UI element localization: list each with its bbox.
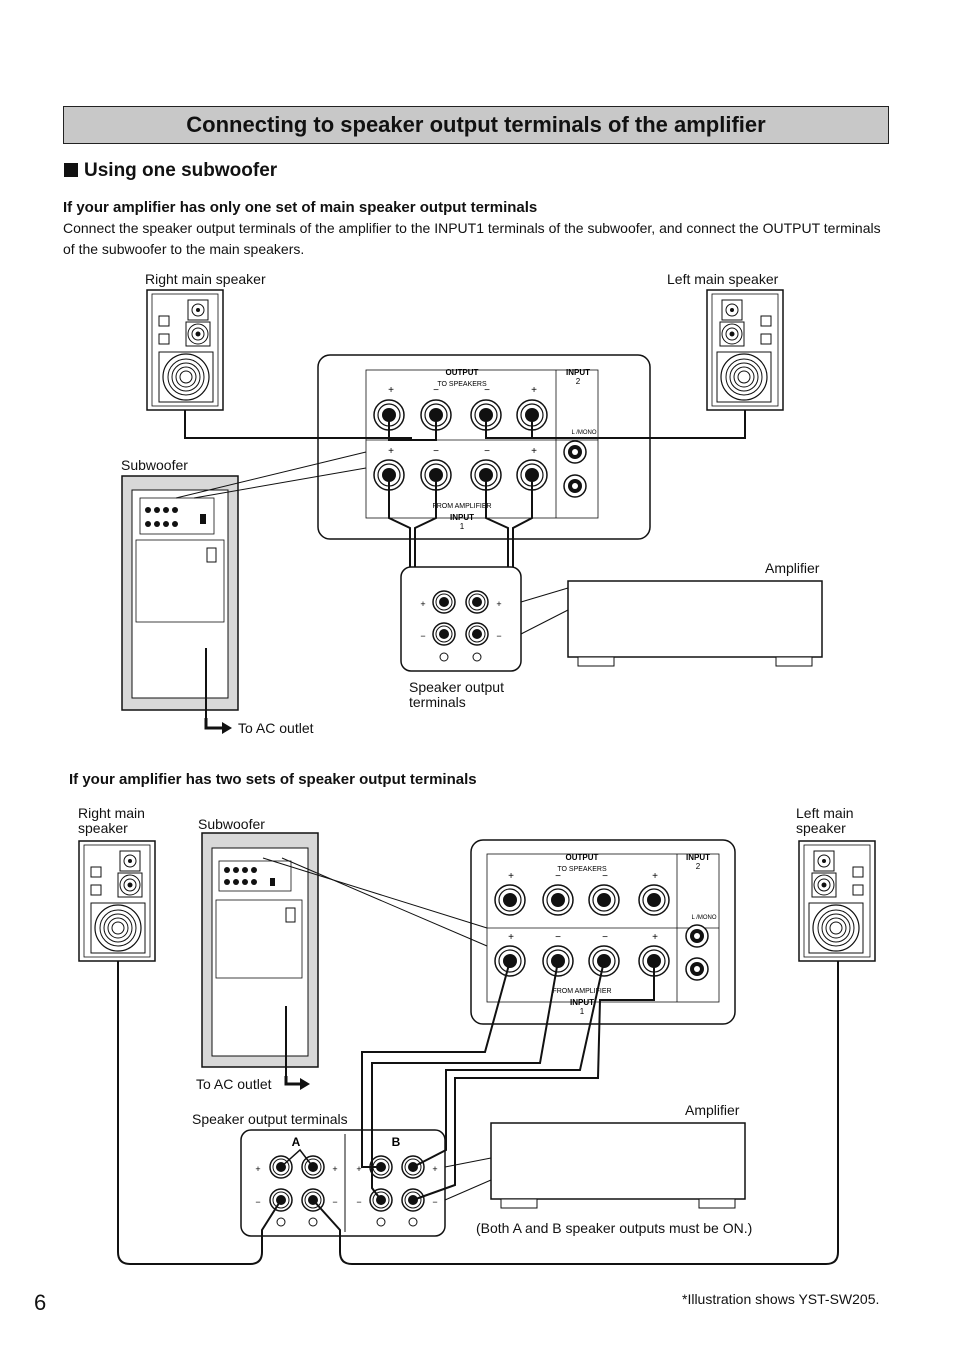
svg-text:L /MONO: L /MONO bbox=[691, 915, 716, 921]
svg-text:L /MONO: L /MONO bbox=[571, 430, 596, 436]
label-ab-note: (Both A and B speaker outputs must be ON… bbox=[476, 1220, 753, 1236]
amplifier-2 bbox=[490, 1122, 746, 1209]
left-main-speaker-2 bbox=[798, 840, 876, 962]
svg-text:FROM AMPLIFIER: FROM AMPLIFIER bbox=[432, 503, 491, 510]
svg-text:2: 2 bbox=[576, 377, 581, 386]
square-bullet-icon bbox=[64, 163, 78, 177]
subwoofer-terminal-panel-2: OUTPUT TO SPEAKERS INPUT 2 L /MONO FROM … bbox=[470, 839, 736, 1025]
label-speaker-output-terminals-2: Speaker output terminals bbox=[192, 1111, 348, 1127]
svg-text:TO SPEAKERS: TO SPEAKERS bbox=[437, 381, 487, 388]
svg-text:−: − bbox=[555, 932, 561, 943]
svg-text:−: − bbox=[602, 932, 608, 943]
svg-text:+: + bbox=[356, 1164, 361, 1174]
subwoofer-terminal-panel-1: OUTPUT TO SPEAKERS INPUT 2 L /MONO FROM … bbox=[317, 354, 651, 540]
svg-text:OUTPUT: OUTPUT bbox=[446, 368, 479, 377]
page-number: 6 bbox=[34, 1290, 47, 1315]
svg-text:+: + bbox=[652, 932, 658, 943]
svg-text:−: − bbox=[484, 385, 490, 396]
svg-text:2: 2 bbox=[696, 862, 701, 871]
svg-text:+: + bbox=[508, 932, 514, 943]
left-main-speaker-1 bbox=[706, 289, 784, 411]
svg-text:−: − bbox=[602, 871, 608, 882]
section-heading-text: Using one subwoofer bbox=[84, 160, 278, 181]
svg-text:+: + bbox=[332, 1164, 337, 1174]
svg-text:A: A bbox=[292, 1135, 301, 1149]
svg-text:B: B bbox=[392, 1135, 401, 1149]
svg-text:−: − bbox=[356, 1197, 361, 1207]
subsection1-paragraph: Connect the speaker output terminals of … bbox=[63, 220, 881, 257]
svg-text:1: 1 bbox=[460, 522, 465, 531]
svg-text:+: + bbox=[388, 446, 394, 457]
label-amplifier-1: Amplifier bbox=[765, 560, 820, 576]
footnote: *Illustration shows YST-SW205. bbox=[682, 1291, 880, 1307]
svg-text:INPUT: INPUT bbox=[686, 853, 710, 862]
svg-text:−: − bbox=[332, 1197, 337, 1207]
label-left-main-speaker-2: Left main speaker bbox=[796, 805, 854, 836]
svg-text:1: 1 bbox=[580, 1007, 585, 1016]
svg-text:−: − bbox=[433, 446, 439, 457]
svg-text:INPUT: INPUT bbox=[570, 998, 594, 1007]
svg-text:+: + bbox=[432, 1164, 437, 1174]
label-right-main-speaker-1: Right main speaker bbox=[145, 271, 266, 287]
right-main-speaker-2 bbox=[78, 840, 156, 962]
svg-text:+: + bbox=[652, 871, 658, 882]
label-speaker-output-terminals-1: Speaker output terminals bbox=[409, 679, 504, 710]
svg-text:−: − bbox=[433, 385, 439, 396]
svg-text:+: + bbox=[531, 385, 537, 396]
label-subwoofer-2: Subwoofer bbox=[198, 816, 265, 832]
subsection1-heading: If your amplifier has only one set of ma… bbox=[63, 199, 538, 216]
svg-text:FROM AMPLIFIER: FROM AMPLIFIER bbox=[552, 988, 611, 995]
label-amplifier-2: Amplifier bbox=[685, 1102, 740, 1118]
svg-text:INPUT: INPUT bbox=[450, 513, 474, 522]
svg-text:−: − bbox=[255, 1197, 260, 1207]
svg-text:TO SPEAKERS: TO SPEAKERS bbox=[557, 866, 607, 873]
subsection2-heading: If your amplifier has two sets of speake… bbox=[69, 771, 477, 788]
svg-text:INPUT: INPUT bbox=[566, 368, 590, 377]
right-main-speaker-1 bbox=[146, 289, 224, 411]
label-to-ac-outlet-2: To AC outlet bbox=[196, 1076, 272, 1092]
section-heading: Using one subwoofer bbox=[64, 160, 277, 182]
svg-text:+: + bbox=[255, 1164, 260, 1174]
svg-text:OUTPUT: OUTPUT bbox=[566, 853, 599, 862]
subwoofer-2 bbox=[201, 832, 319, 1076]
label-left-main-speaker-1: Left main speaker bbox=[667, 271, 779, 287]
label-right-main-speaker-2: Right main speaker bbox=[78, 805, 145, 836]
subwoofer-1 bbox=[121, 475, 239, 718]
svg-text:+: + bbox=[388, 385, 394, 396]
svg-text:−: − bbox=[496, 631, 501, 641]
amplifier-1 bbox=[567, 580, 823, 667]
title-bar: Connecting to speaker output terminals o… bbox=[63, 106, 889, 144]
svg-text:−: − bbox=[484, 446, 490, 457]
svg-text:−: − bbox=[555, 871, 561, 882]
svg-text:+: + bbox=[531, 446, 537, 457]
svg-text:−: − bbox=[420, 631, 425, 641]
svg-text:+: + bbox=[508, 871, 514, 882]
label-subwoofer-1: Subwoofer bbox=[121, 457, 188, 473]
amplifier-terminals-zoom-1: + + − − bbox=[400, 566, 522, 672]
page-title: Connecting to speaker output terminals o… bbox=[186, 112, 766, 137]
svg-text:+: + bbox=[496, 599, 501, 609]
svg-text:−: − bbox=[432, 1197, 437, 1207]
label-to-ac-outlet-1: To AC outlet bbox=[238, 720, 314, 736]
amplifier-terminals-zoom-2: A B + + − − + + − − bbox=[240, 1129, 446, 1237]
svg-text:+: + bbox=[420, 599, 425, 609]
